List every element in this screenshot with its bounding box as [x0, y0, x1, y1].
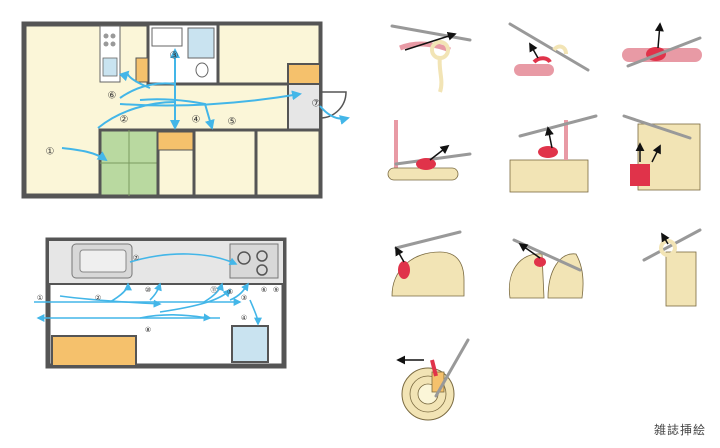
crochet-step-1: [390, 24, 472, 93]
crochet-step-7: [391, 230, 465, 297]
route-number: ②: [95, 294, 101, 302]
route-number: ③: [170, 51, 179, 62]
crochet-step-2: [508, 22, 590, 76]
crochet-hook-icon: [508, 22, 590, 72]
route-number: ⑧: [145, 326, 151, 334]
route-number: ⑩: [145, 286, 151, 294]
route-number: ⑨: [273, 286, 279, 294]
image-caption: 雑誌挿絵: [653, 423, 706, 437]
crochet-step-3: [622, 22, 702, 68]
crochet-hook-icon: [394, 152, 472, 166]
crochet-hook-icon: [434, 338, 470, 398]
crochet-hook-icon: [394, 230, 462, 250]
crochet-hook-icon: [390, 24, 472, 42]
crochet-step-9: [642, 228, 702, 307]
crochet-hook-icon: [626, 36, 702, 68]
route-number: ③: [241, 294, 247, 302]
crochet-step-10: [396, 338, 470, 421]
route-number: ⑥: [108, 91, 117, 102]
crochet-step-5: [509, 114, 598, 193]
route-number: ①: [46, 147, 55, 158]
route-number: ⑦: [133, 254, 139, 262]
route-number: ⑦: [312, 99, 321, 110]
route-number: ⑤: [227, 288, 233, 296]
floor-plan-route-numbers: ① ② ③ ④ ⑤ ⑥ ⑦: [46, 51, 321, 158]
kitchen-plan: [34, 237, 287, 369]
floor-plan: [21, 21, 350, 199]
route-number: ④: [241, 314, 247, 322]
crochet-hook-icon: [642, 228, 702, 262]
route-number: ④: [192, 115, 201, 126]
kitchen-route-numbers: ① ② ③ ④ ⑤ ⑥ ⑦ ⑧ ⑨ ⑩ ⑪: [37, 254, 279, 334]
route-number: ⑪: [211, 286, 218, 294]
route-number: ⑥: [261, 286, 267, 294]
crochet-hook-icon: [622, 114, 692, 140]
crochet-hook-icon: [518, 114, 598, 138]
crochet-step-8: [508, 238, 584, 299]
route-number: ①: [37, 294, 43, 302]
route-number: ②: [120, 115, 129, 126]
crochet-step-6: [622, 114, 701, 191]
crochet-step-4: [387, 120, 472, 181]
route-number: ⑤: [228, 117, 237, 128]
